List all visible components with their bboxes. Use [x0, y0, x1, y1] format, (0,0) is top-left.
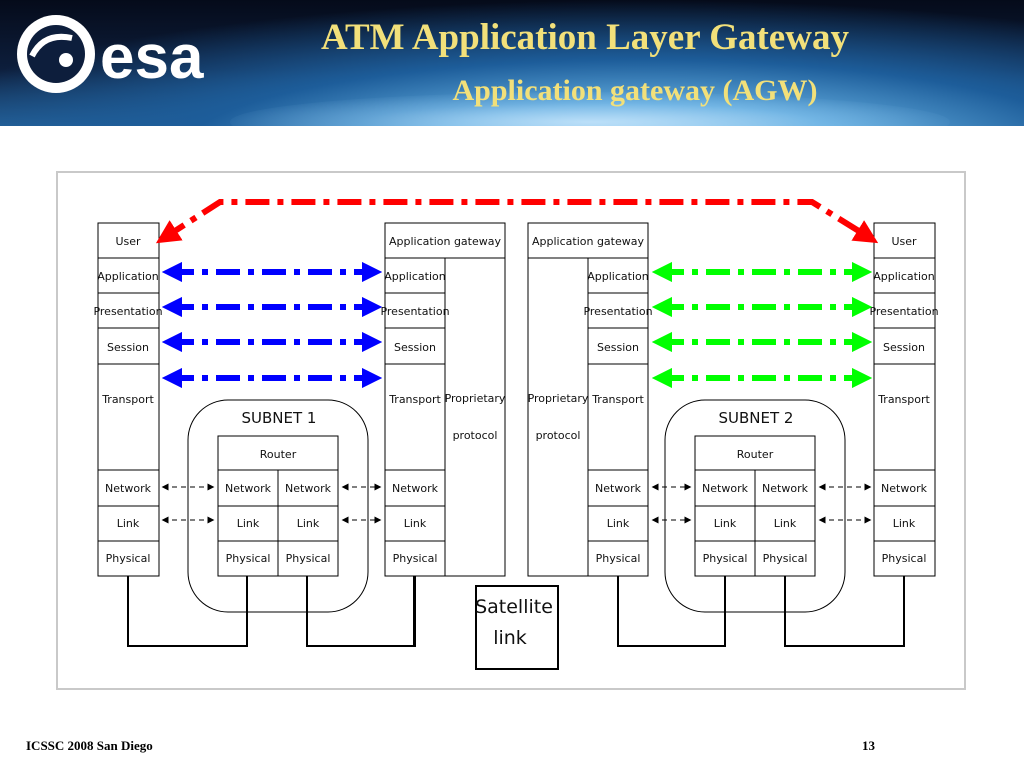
left-presentation-label: Presentation	[93, 305, 162, 318]
subnet2-outline	[664, 399, 846, 613]
gwr-application-label: Application	[587, 270, 648, 283]
left-physical-label: Physical	[106, 552, 151, 565]
esa-logo-text: esa	[100, 23, 204, 92]
network-link-arrows	[161, 483, 872, 524]
right-user-label: User	[891, 235, 917, 248]
subnet2-physical-b: Physical	[763, 552, 808, 565]
gwr-physical-label: Physical	[596, 552, 641, 565]
gwr-transport-label: Transport	[591, 393, 644, 406]
gwr-session-label: Session	[597, 341, 639, 354]
esa-logo-icon: esa	[17, 15, 204, 93]
subnet2-link-a: Link	[714, 517, 737, 530]
gwl-session-label: Session	[394, 341, 436, 354]
gwr-presentation-label: Presentation	[583, 305, 652, 318]
left-transport-label: Transport	[101, 393, 154, 406]
subnet1-outline	[187, 399, 369, 613]
page-number: 13	[862, 738, 875, 753]
subnet1-router-label: Router	[260, 448, 297, 461]
gateway-right	[527, 222, 649, 577]
gwl-link-label: Link	[404, 517, 427, 530]
left-user-label: User	[115, 235, 141, 248]
right-physical-label: Physical	[882, 552, 927, 565]
subnet2-link-b: Link	[774, 517, 797, 530]
slide-subtitle: Application gateway (AGW)	[452, 74, 818, 107]
footer-conference: ICSSC 2008 San Diego	[26, 738, 153, 753]
user-peer-arrow	[155, 199, 879, 244]
subnet2-network-b: Network	[762, 482, 809, 495]
right-presentation-label: Presentation	[869, 305, 938, 318]
right-peer-arrows	[651, 261, 873, 389]
subnet1-label: SUBNET 1	[242, 409, 317, 427]
router-subnet2	[694, 435, 816, 577]
esa-emblem	[17, 15, 95, 93]
left-session-label: Session	[107, 341, 149, 354]
subnet1-network-a: Network	[225, 482, 272, 495]
host-stack-right	[873, 222, 936, 577]
diagram-canvas: SUBNET 1 SUBNET 2 User Application Prese…	[93, 199, 939, 670]
gwr-proprietary-line2: protocol	[536, 429, 581, 442]
left-application-label: Application	[97, 270, 158, 283]
gwl-presentation-label: Presentation	[380, 305, 449, 318]
gateway-left	[384, 222, 506, 577]
header-banner: esa ATM Application Layer Gateway Applic…	[0, 0, 1024, 126]
gwr-network-label: Network	[595, 482, 642, 495]
subnet1-physical-a: Physical	[226, 552, 271, 565]
subnet2-label: SUBNET 2	[719, 409, 794, 427]
gwr-link-label: Link	[607, 517, 630, 530]
right-application-label: Application	[873, 270, 934, 283]
subnet2-router-label: Router	[737, 448, 774, 461]
left-network-label: Network	[105, 482, 152, 495]
right-transport-label: Transport	[877, 393, 930, 406]
right-session-label: Session	[883, 341, 925, 354]
gwl-proprietary-line2: protocol	[453, 429, 498, 442]
right-network-label: Network	[881, 482, 928, 495]
left-peer-arrows	[161, 261, 383, 389]
physical-wiring	[127, 576, 905, 647]
gwl-transport-label: Transport	[388, 393, 441, 406]
router-subnet1	[217, 435, 339, 577]
protocol-stack-diagram: SUBNET 1 SUBNET 2 User Application Prese…	[56, 171, 966, 690]
gateway-right-header: Application gateway	[532, 235, 644, 248]
gwr-proprietary-line1: Proprietary	[528, 392, 589, 405]
right-link-label: Link	[893, 517, 916, 530]
satellite-label-line1: Satellite	[475, 596, 553, 618]
subnet1-physical-b: Physical	[286, 552, 331, 565]
left-link-label: Link	[117, 517, 140, 530]
slide-title: ATM Application Layer Gateway	[321, 17, 849, 58]
gwl-application-label: Application	[384, 270, 445, 283]
gwl-network-label: Network	[392, 482, 439, 495]
satellite-link-box	[475, 585, 559, 670]
subnet2-physical-a: Physical	[703, 552, 748, 565]
subnet1-link-b: Link	[297, 517, 320, 530]
gwl-proprietary-line1: Proprietary	[445, 392, 506, 405]
gwl-physical-label: Physical	[393, 552, 438, 565]
satellite-label-line2: link	[493, 627, 527, 649]
gateway-left-header: Application gateway	[389, 235, 501, 248]
subnet2-network-a: Network	[702, 482, 749, 495]
subnet1-network-b: Network	[285, 482, 332, 495]
host-stack-left	[97, 222, 160, 577]
subnet1-link-a: Link	[237, 517, 260, 530]
